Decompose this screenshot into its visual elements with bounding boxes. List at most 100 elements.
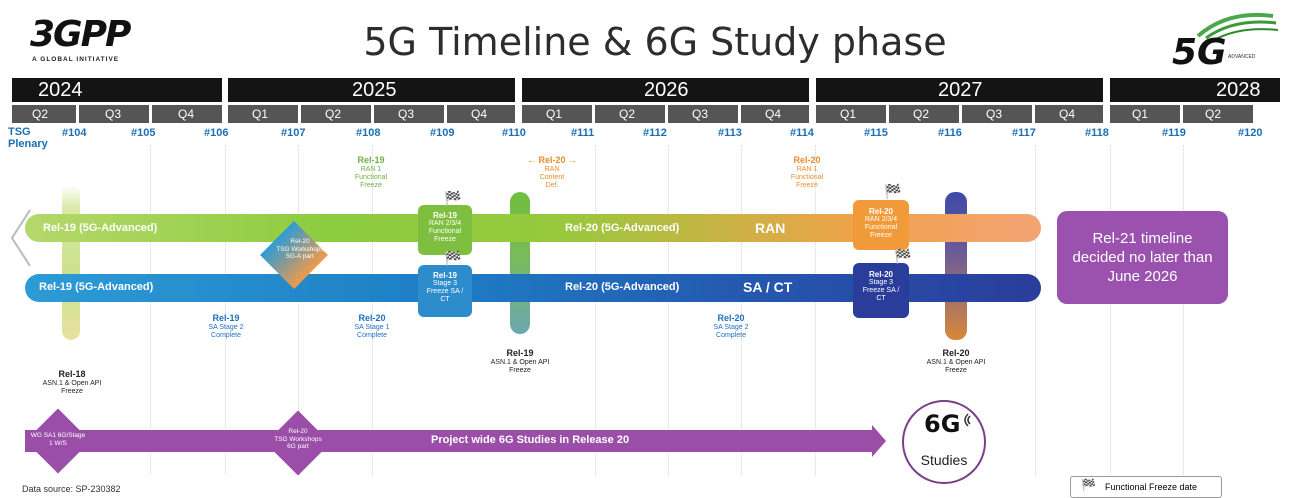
grid-line	[150, 145, 151, 475]
quarter-cell: Q2	[301, 105, 371, 123]
6g-studies-label: Studies	[920, 452, 968, 468]
quarter-cell: Q1	[816, 105, 886, 123]
grid-line	[741, 145, 742, 475]
quarter-cell: Q3	[962, 105, 1032, 123]
rel20-workshop-5ga-text: Rel-20 TSG Workshops 5G-A part	[276, 238, 324, 260]
3gpp-logo-tagline: A GLOBAL INITIATIVE	[32, 56, 120, 63]
grid-line	[225, 145, 226, 475]
checkered-flag-icon: 🏁	[1081, 478, 1096, 492]
chevron-left-icon	[10, 209, 31, 267]
rel20-sa-stage1-note: Rel-20 SA Stage 1 Complete	[354, 313, 390, 340]
rel19-ran1-freeze-note: Rel-19 RAN 1 Functional Freeze	[354, 155, 388, 190]
quarter-cell: Q1	[522, 105, 592, 123]
6g-studies-bar: Project wide 6G Studies in Release 20	[25, 430, 875, 452]
grid-line	[1035, 145, 1036, 475]
quarter-cell: Q3	[374, 105, 444, 123]
sa-ct-rel20-label: Rel-20 (5G-Advanced)	[565, 281, 680, 293]
rel18-asn1-freeze-note: Rel-18 ASN.1 & Open API Freeze	[42, 369, 102, 396]
grid-line	[372, 145, 373, 475]
tsg-plenary-label: TSG Plenary	[8, 126, 48, 150]
wg-sa1-6g-text: WG SA1 6G/Stage 1 W/S	[30, 432, 86, 447]
year-label: 2024	[38, 79, 83, 101]
quarter-cell: Q1	[1110, 105, 1180, 123]
year-bar-2025: 2025	[228, 78, 515, 102]
rel18-freeze-pillar	[62, 185, 80, 340]
grid-line	[1183, 145, 1184, 475]
ran-label: RAN	[755, 220, 786, 236]
grid-line	[815, 145, 816, 475]
5g-logo-subtext: ADVANCED	[1228, 54, 1256, 60]
page-title: 5G Timeline & 6G Study phase	[363, 20, 947, 64]
rel20-ran-content-note: ← Rel-20 → RAN Content Def.	[526, 155, 578, 190]
year-bar-2027: 2027	[816, 78, 1103, 102]
quarter-cell: Q2	[1183, 105, 1253, 123]
meeting-number: #114	[790, 127, 814, 139]
legend: 🏁 Functional Freeze date	[1070, 476, 1222, 498]
meeting-number: #110	[502, 127, 526, 139]
sa-ct-label: SA / CT	[743, 279, 793, 295]
rel19-asn1-freeze-note: Rel-19 ASN.1 & Open API Freeze	[490, 348, 550, 375]
rel19-ran-freeze-box: Rel-19 RAN 2/3/4 Functional Freeze	[418, 205, 472, 255]
meeting-number: #117	[1012, 127, 1036, 139]
year-bar-2024: 2024	[12, 78, 222, 102]
quarter-cell: Q1	[228, 105, 298, 123]
rel21-timeline-box: Rel-21 timeline decided no later than Ju…	[1057, 211, 1228, 304]
checkered-flag-icon: 🏁	[444, 250, 462, 266]
legend-label: Functional Freeze date	[1105, 482, 1198, 492]
meeting-number: #120	[1238, 127, 1263, 139]
checkered-flag-icon: 🏁	[894, 248, 912, 264]
rel19-sa-ct-freeze-box: Rel-19 Stage 3 Freeze SA / CT	[418, 265, 472, 317]
quarter-cell: Q3	[668, 105, 738, 123]
6g-arrow-head	[872, 425, 886, 457]
sa-ct-rel19-label: Rel-19 (5G-Advanced)	[39, 281, 154, 293]
quarter-cell: Q2	[12, 105, 76, 123]
ran-rel19-label: Rel-19 (5G-Advanced)	[43, 222, 158, 234]
3gpp-logo-text: 3GPP	[30, 14, 131, 55]
6g-studies-circle: 6G Studies	[902, 400, 986, 484]
year-bar-2028: 2028	[1110, 78, 1280, 102]
year-label: 2026	[644, 79, 689, 101]
meeting-number: #115	[864, 127, 888, 139]
meeting-number: #107	[281, 127, 306, 139]
meeting-number: #104	[62, 127, 87, 139]
meeting-number: #109	[430, 127, 455, 139]
quarter-cell: Q4	[741, 105, 809, 123]
rel20-asn1-freeze-note: Rel-20 ASN.1 & Open API Freeze	[926, 348, 986, 375]
meeting-number: #113	[718, 127, 742, 139]
5g-logo-text: 5G	[1172, 32, 1227, 73]
6g-logo: 6G	[924, 410, 961, 438]
rel20-sa-stage2-note: Rel-20 SA Stage 2 Complete	[713, 313, 749, 340]
3gpp-logo: 3GPP A GLOBAL INITIATIVE	[30, 14, 140, 66]
meeting-number: #105	[131, 127, 156, 139]
year-bar-2026: 2026	[522, 78, 809, 102]
year-label: 2028	[1216, 79, 1261, 101]
quarter-cell: Q4	[1035, 105, 1103, 123]
meeting-number: #119	[1162, 127, 1186, 139]
rel20-sa-ct-freeze-box: Rel-20 Stage 3 Freeze SA / CT	[853, 263, 909, 318]
rel20-workshop-6g-text: Rel-20 TSG Workshops 6G part	[274, 428, 322, 450]
year-label: 2027	[938, 79, 983, 101]
quarter-cell: Q2	[595, 105, 665, 123]
rel20-ran1-freeze-note: Rel-20 RAN 1 Functional Freeze	[790, 155, 824, 190]
year-label: 2025	[352, 79, 397, 101]
grid-line	[595, 145, 596, 475]
quarter-cell: Q4	[447, 105, 515, 123]
quarter-cell: Q4	[152, 105, 222, 123]
grid-line	[668, 145, 669, 475]
5g-swoosh-icon	[1196, 12, 1279, 40]
wireless-signal-icon	[964, 413, 971, 427]
meeting-number: #118	[1085, 127, 1109, 139]
quarter-cell: Q2	[889, 105, 959, 123]
rel20-ran-freeze-box: Rel-20 RAN 2/3/4 Functional Freeze	[853, 200, 909, 250]
rel19-sa-stage2-note: Rel-19 SA Stage 2 Complete	[208, 313, 244, 340]
5g-advanced-logo: 5G ADVANCED	[1168, 10, 1279, 73]
checkered-flag-icon: 🏁	[884, 183, 902, 199]
meeting-number: #106	[204, 127, 229, 139]
quarter-cell: Q3	[79, 105, 149, 123]
meeting-number: #116	[938, 127, 962, 139]
ran-rel20-label: Rel-20 (5G-Advanced)	[565, 222, 680, 234]
data-source-text: Data source: SP-230382	[22, 484, 121, 494]
6g-studies-bar-label: Project wide 6G Studies in Release 20	[431, 434, 630, 446]
grid-line	[298, 145, 299, 475]
grid-line	[1110, 145, 1111, 475]
